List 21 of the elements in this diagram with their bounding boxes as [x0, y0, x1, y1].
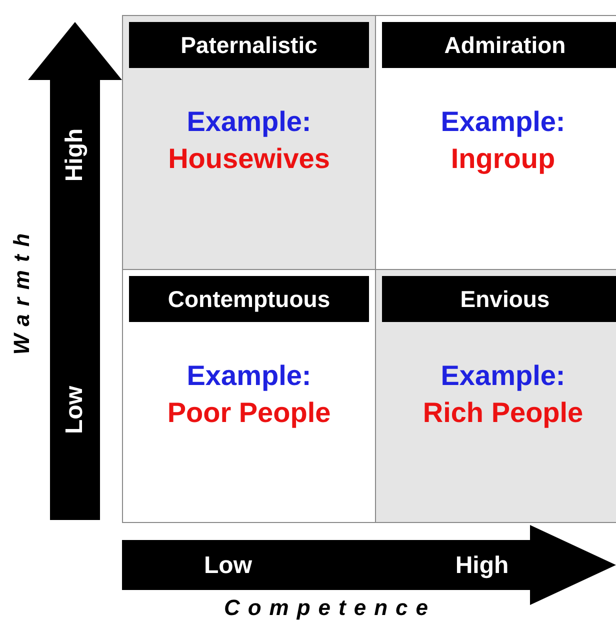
example-value: Rich People [422, 397, 584, 429]
example-value: Ingroup [450, 143, 556, 175]
example-label: Example: [186, 360, 312, 392]
quadrant-panel [122, 269, 376, 523]
example-value: Housewives [167, 143, 331, 175]
quadrant-heading: Admiration [382, 22, 616, 68]
quadrant-heading: Contemptuous [129, 276, 369, 322]
quadrant-heading: Envious [382, 276, 616, 322]
quadrant-panel [122, 15, 376, 270]
axis-level-label: Low [204, 552, 252, 580]
example-label: Example: [186, 106, 312, 138]
axis-title: Warmth [9, 225, 35, 355]
axis-level-label: High [61, 128, 89, 182]
example-label: Example: [440, 360, 566, 392]
quadrant-panel [375, 269, 616, 523]
axis-level-label: High [455, 552, 509, 580]
axis-title: Competence [224, 595, 436, 621]
example-label: Example: [440, 106, 566, 138]
example-value: Poor People [166, 397, 332, 429]
quadrant-heading: Paternalistic [129, 22, 369, 68]
axis-level-label: Low [61, 386, 89, 434]
